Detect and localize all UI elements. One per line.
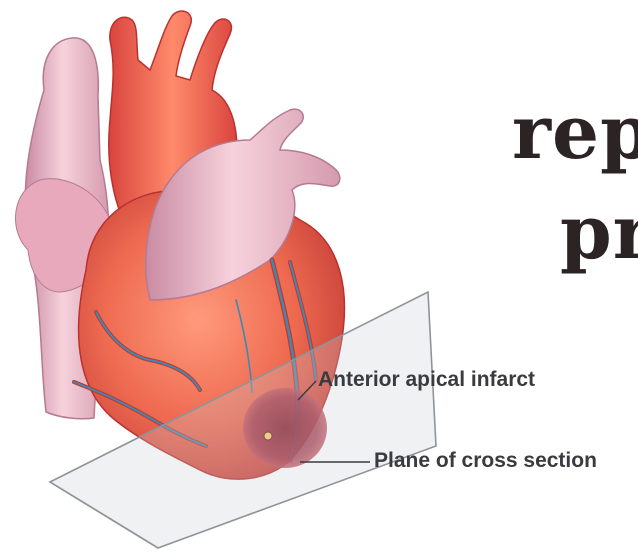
page-heading-line-1: repe [512,96,638,170]
infarct-label: Anterior apical infarct [318,368,535,392]
page-heading-line-2: pro [560,196,638,270]
plane-label: Plane of cross section [374,449,597,473]
